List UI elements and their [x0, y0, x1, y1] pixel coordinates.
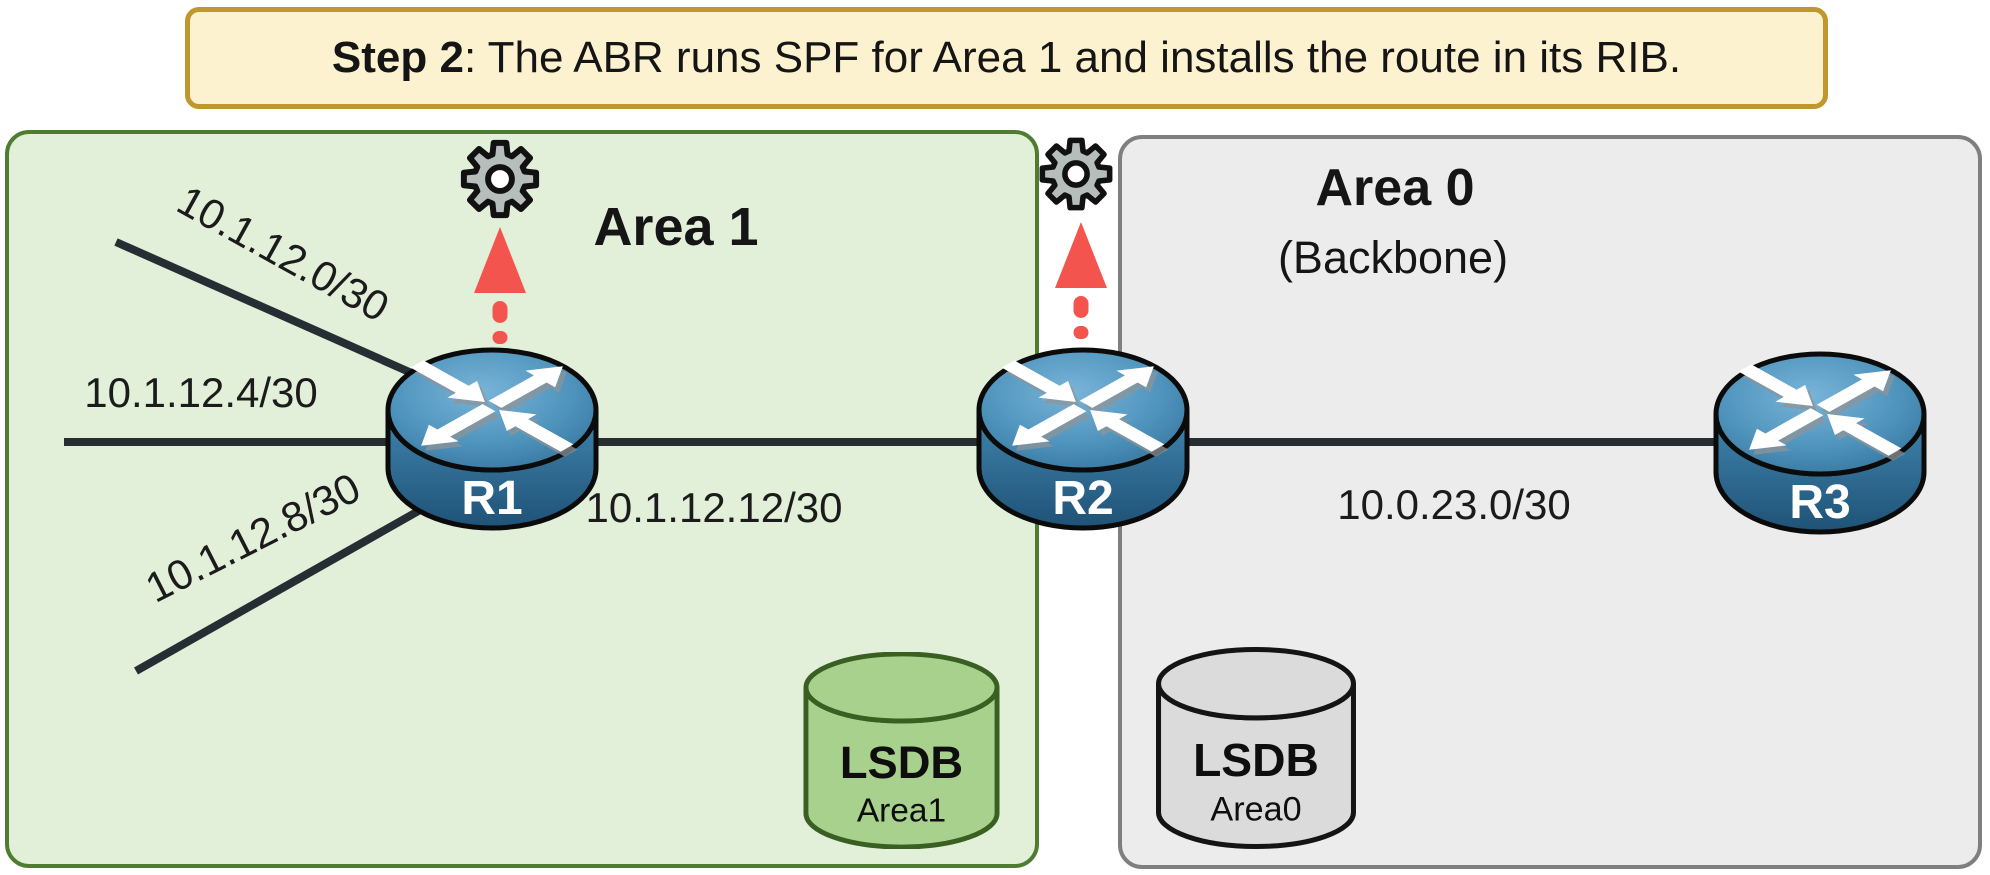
arrow-head	[1055, 222, 1107, 288]
area0-title: Area 0	[1315, 159, 1475, 217]
gear-hole	[485, 164, 515, 194]
router-r2-label: R2	[1052, 472, 1113, 525]
gear-icon	[460, 139, 540, 219]
cylinder-top	[1156, 647, 1356, 721]
gear-hole	[1062, 160, 1090, 188]
step-banner: Step 2: The ABR runs SPF for Area 1 and …	[185, 7, 1828, 109]
subnet-label-10-0-23-0: 10.0.23.0/30	[1337, 481, 1571, 528]
dashed-up-arrow-icon	[474, 227, 526, 344]
lsdb-title: LSDB	[840, 737, 963, 788]
arrow-dash	[492, 301, 508, 323]
step-text: : The ABR runs SPF for Area 1 and instal…	[463, 33, 1682, 82]
lsdb-area1-database-icon: LSDB Area1	[803, 652, 1000, 849]
router-r3-label: R3	[1789, 476, 1850, 529]
lsdb-subtitle: Area1	[857, 792, 946, 829]
lsdb-title: LSDB	[1193, 734, 1319, 786]
cylinder-top	[803, 652, 1000, 724]
router-arrows-icon	[1738, 364, 1906, 461]
lsdb-subtitle: Area0	[1210, 790, 1301, 828]
area0-subtitle: (Backbone)	[1277, 232, 1509, 283]
router-r1-icon: R1	[385, 347, 599, 531]
area1-title: Area 1	[593, 197, 759, 257]
dashed-up-arrow-icon	[1055, 222, 1107, 339]
gear-icon	[1039, 137, 1113, 211]
router-r2-icon: R2	[976, 347, 1190, 531]
link-r1-stub-bottom	[134, 480, 468, 675]
router-arrows-icon	[410, 360, 578, 457]
router-r1-label: R1	[461, 472, 522, 525]
arrow-head	[474, 227, 526, 293]
arrow-dash	[492, 331, 508, 344]
step-label: Step 2	[331, 33, 464, 82]
lsdb-area0-database-icon: LSDB Area0	[1156, 647, 1356, 849]
arrow-dash	[1073, 296, 1089, 318]
router-r3-icon: R3	[1713, 351, 1927, 535]
arrow-dash	[1073, 326, 1089, 339]
subnet-label-10-1-12-12: 10.1.12.12/30	[585, 484, 843, 531]
subnet-label-10-1-12-4: 10.1.12.4/30	[84, 369, 318, 416]
router-arrows-icon	[1001, 360, 1169, 457]
